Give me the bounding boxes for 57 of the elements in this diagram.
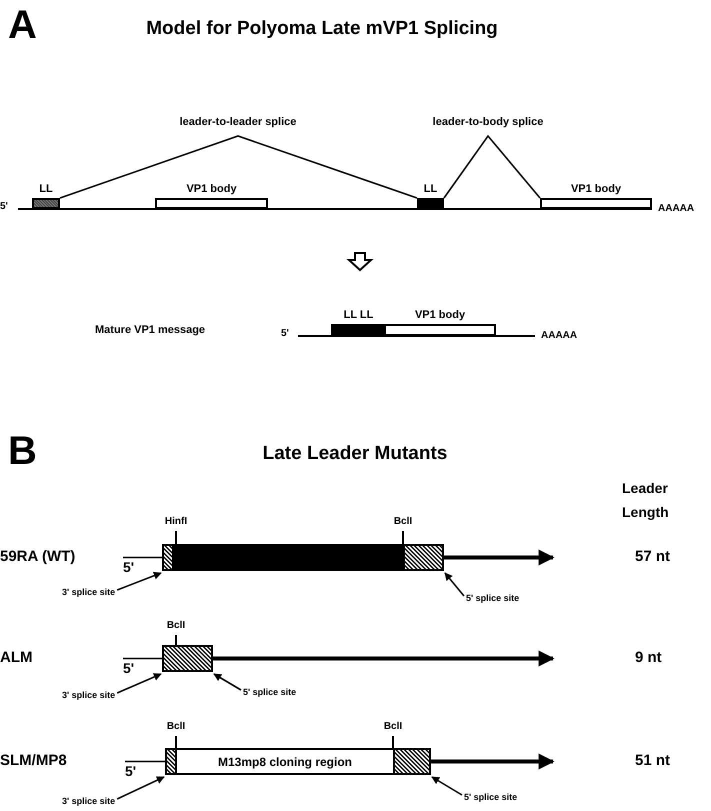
restriction-site-label: BclI — [394, 516, 412, 528]
leader-length-value: 9 nt — [635, 649, 662, 666]
splice-site-label: 5' splice site — [466, 593, 520, 604]
cloning-region-box: M13mp8 cloning region — [175, 748, 395, 775]
strand-arrow — [444, 550, 555, 566]
panel-title: Model for Polyoma Late mVP1 Splicing — [146, 18, 498, 40]
arrow — [116, 776, 165, 800]
arrow — [444, 572, 465, 596]
strand-line — [125, 760, 165, 762]
panel-letter: A — [8, 2, 37, 48]
strand-line — [123, 658, 162, 660]
leader-region-box — [172, 544, 405, 571]
region-label: LL — [39, 183, 53, 196]
region-label: VP1 body — [414, 309, 466, 322]
hatched-region-box — [403, 544, 444, 571]
end-label: 5' — [0, 201, 8, 212]
construct-name: ALM — [0, 649, 32, 666]
region-label: VP1 body — [570, 183, 622, 196]
end-label: 5' — [123, 660, 134, 676]
region-label: LL LL — [344, 309, 374, 322]
end-label: 5' — [281, 328, 289, 340]
splice-line — [60, 135, 418, 199]
arrow — [213, 673, 242, 691]
construct-name: 59RA (WT) — [0, 548, 76, 566]
leader-length-value: 57 nt — [635, 548, 670, 566]
panel-title: Late Leader Mutants — [262, 443, 448, 465]
splice-site-label: 3' splice site — [62, 690, 116, 700]
poly-a-label: AAAAA — [658, 203, 694, 214]
splice-site-label: 5' splice site — [464, 792, 518, 802]
restriction-site-label: BclI — [384, 721, 402, 732]
restriction-site-label: BclI — [166, 721, 186, 732]
end-label: 5' — [123, 559, 134, 576]
hatched-region-box — [162, 645, 213, 672]
region-label: LL — [424, 183, 438, 196]
edge-label: leader-to-leader splice — [178, 116, 298, 129]
arrow — [431, 776, 462, 796]
splice-site-label: 3' splice site — [62, 796, 116, 806]
poly-a-label: AAAAA — [541, 330, 578, 342]
column-header: Leader Length — [622, 479, 670, 522]
splice-site-label: 3' splice site — [62, 587, 116, 598]
strand-arrow — [213, 650, 555, 666]
splice-site-label: 5' splice site — [243, 687, 296, 698]
region-label: VP1 body — [186, 183, 237, 196]
panel-letter: B — [8, 428, 37, 474]
message-label: Mature VP1 message — [95, 324, 206, 337]
hatched-region-box — [393, 748, 431, 775]
splice-line — [443, 134, 541, 199]
restriction-site-label: HinfI — [164, 516, 188, 528]
leader-length-value: 51 nt — [635, 752, 670, 770]
arrow — [116, 673, 162, 694]
strand-arrow — [431, 754, 555, 770]
arrow — [116, 572, 162, 591]
strand-line — [123, 556, 162, 558]
restriction-site-label: BclI — [166, 620, 186, 632]
construct-name: SLM/MP8 — [0, 752, 67, 770]
end-label: 5' — [125, 763, 136, 780]
edge-label: leader-to-body splice — [430, 116, 546, 129]
